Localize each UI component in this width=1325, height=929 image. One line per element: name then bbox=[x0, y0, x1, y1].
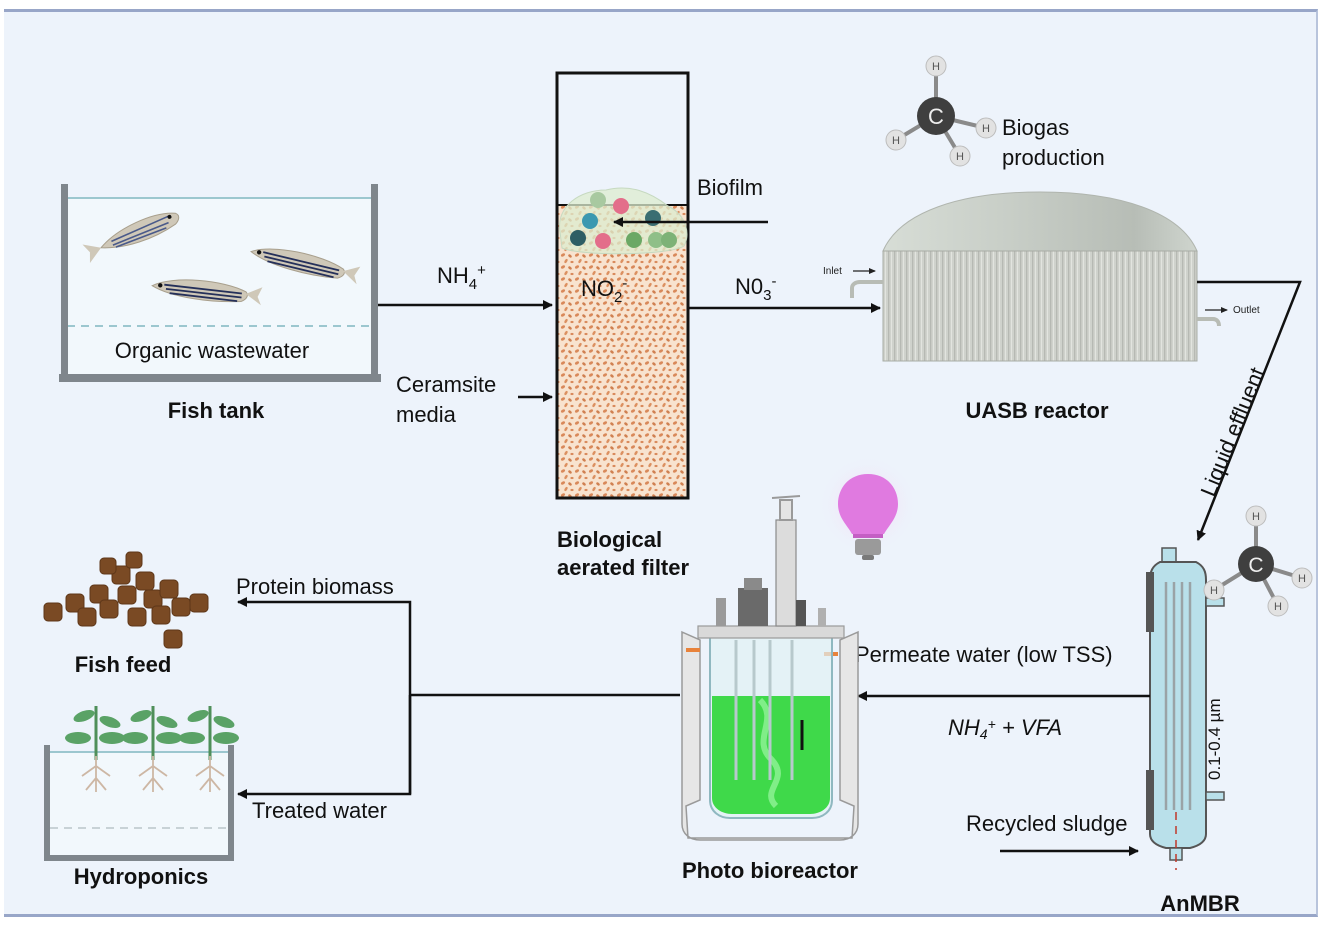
svg-text:H: H bbox=[1252, 511, 1260, 523]
motor-unit bbox=[738, 588, 768, 626]
uasb-reactor: Inlet Outlet UASB reactor bbox=[823, 191, 1260, 423]
arrow-uasb-to-anmbr bbox=[1196, 280, 1302, 541]
membrane-fibers bbox=[1164, 582, 1192, 810]
arrow-to-fish-feed bbox=[237, 597, 412, 794]
fish-tank-label: Fish tank bbox=[168, 398, 265, 423]
port-sensor-3 bbox=[818, 608, 826, 626]
port-sensor-1 bbox=[716, 598, 726, 626]
filter-column bbox=[555, 71, 690, 500]
head-plate bbox=[697, 625, 845, 639]
methane-molecule-icon: C H H H H bbox=[1203, 505, 1313, 617]
hydroponics-tank bbox=[44, 745, 234, 861]
gas-outlet bbox=[771, 495, 801, 521]
hydroponics-wall-right bbox=[228, 745, 234, 859]
uasb-dome bbox=[882, 191, 1198, 252]
svg-text:H: H bbox=[892, 135, 900, 147]
hydroponics-water bbox=[48, 752, 230, 858]
methane-molecule-icon: C H H H H bbox=[885, 55, 997, 167]
biofilm-label: Biofilm bbox=[697, 175, 763, 200]
fish-tank-inner-label: Organic wastewater bbox=[115, 338, 309, 363]
hydroponics-wall-left bbox=[44, 745, 50, 859]
permeate-label: Permeate water (low TSS) bbox=[855, 642, 1113, 667]
inlet-pipe bbox=[850, 280, 883, 298]
biogas-label-line2: production bbox=[1002, 145, 1105, 170]
plant-icon bbox=[65, 706, 125, 792]
biogas-label-line1: Biogas bbox=[1002, 115, 1069, 140]
light-bulb-icon bbox=[838, 474, 898, 560]
plant-icon bbox=[122, 706, 182, 792]
reactor-stand bbox=[681, 630, 859, 841]
baf-label-line1: Biological bbox=[557, 527, 662, 552]
outlet-pipe bbox=[1197, 317, 1221, 327]
svg-text:H: H bbox=[1298, 573, 1306, 585]
biological-aerated-filter: NO2- Biological aerated filter bbox=[555, 71, 690, 580]
svg-text:H: H bbox=[1274, 601, 1282, 613]
outlet-label: Outlet bbox=[1233, 305, 1260, 316]
anmbr-membrane-module: 0.1-0.4 µm AnMBR bbox=[1146, 547, 1240, 916]
port-sensor-2 bbox=[796, 600, 806, 626]
svg-text:H: H bbox=[932, 61, 940, 73]
zebrafish-icon bbox=[151, 279, 263, 306]
photo-bioreactor: Photo bioreactor bbox=[681, 455, 918, 883]
svg-text:H: H bbox=[956, 151, 964, 163]
top-nozzle bbox=[1161, 547, 1177, 563]
no3-label: N03- bbox=[735, 273, 776, 304]
fish-tank: Organic wastewater Fish tank bbox=[59, 184, 381, 423]
anmbr-label: AnMBR bbox=[1160, 891, 1240, 916]
tank-wall-right bbox=[371, 184, 378, 378]
internal-rods bbox=[734, 640, 794, 780]
svg-text:C: C bbox=[928, 104, 944, 129]
tank-wall-left bbox=[61, 184, 68, 378]
condenser-column bbox=[775, 519, 797, 627]
hydroponics-base bbox=[44, 855, 234, 861]
ceramsite-label-line1: Ceramsite bbox=[396, 372, 496, 397]
protein-biomass-label: Protein biomass bbox=[236, 574, 394, 599]
recycled-sludge-label: Recycled sludge bbox=[966, 811, 1127, 836]
ceramsite-label-line2: media bbox=[396, 402, 457, 427]
hydroponics-label: Hydroponics bbox=[74, 864, 208, 889]
flange-bottom-left bbox=[1146, 770, 1154, 830]
motor-cap bbox=[744, 578, 762, 590]
svg-text:H: H bbox=[1210, 585, 1218, 597]
photo-bioreactor-label: Photo bioreactor bbox=[682, 858, 858, 883]
liquid-effluent-label: Liquid effluent bbox=[1195, 364, 1269, 500]
tank-base bbox=[59, 374, 381, 382]
side-port-bottom bbox=[1205, 791, 1225, 801]
nh4-vfa-label: NH4+ + VFA bbox=[948, 715, 1062, 742]
zebrafish-icon bbox=[82, 212, 180, 263]
uasb-label: UASB reactor bbox=[965, 398, 1108, 423]
membrane-shell bbox=[1149, 561, 1207, 849]
inlet-label: Inlet bbox=[823, 266, 842, 277]
stirring-vortex bbox=[757, 697, 781, 809]
arrow-to-hydroponics bbox=[237, 695, 412, 799]
no2-label: NO2- bbox=[581, 275, 627, 306]
uasb-body bbox=[882, 250, 1198, 362]
svg-text:C: C bbox=[1248, 554, 1263, 577]
handle-left bbox=[686, 648, 700, 652]
fish-feed-label: Fish feed bbox=[75, 652, 172, 677]
pore-size-label: 0.1-0.4 µm bbox=[1205, 698, 1224, 780]
fish-feed-pellets-icon bbox=[43, 551, 209, 649]
flange-top-left bbox=[1146, 572, 1154, 632]
baf-label-line2: aerated filter bbox=[557, 555, 689, 580]
svg-text:H: H bbox=[982, 123, 990, 135]
treated-water-label: Treated water bbox=[252, 798, 387, 823]
zebrafish-icon bbox=[250, 248, 361, 285]
nh4-label: NH4+ bbox=[437, 262, 486, 293]
plant-icon bbox=[179, 706, 239, 792]
